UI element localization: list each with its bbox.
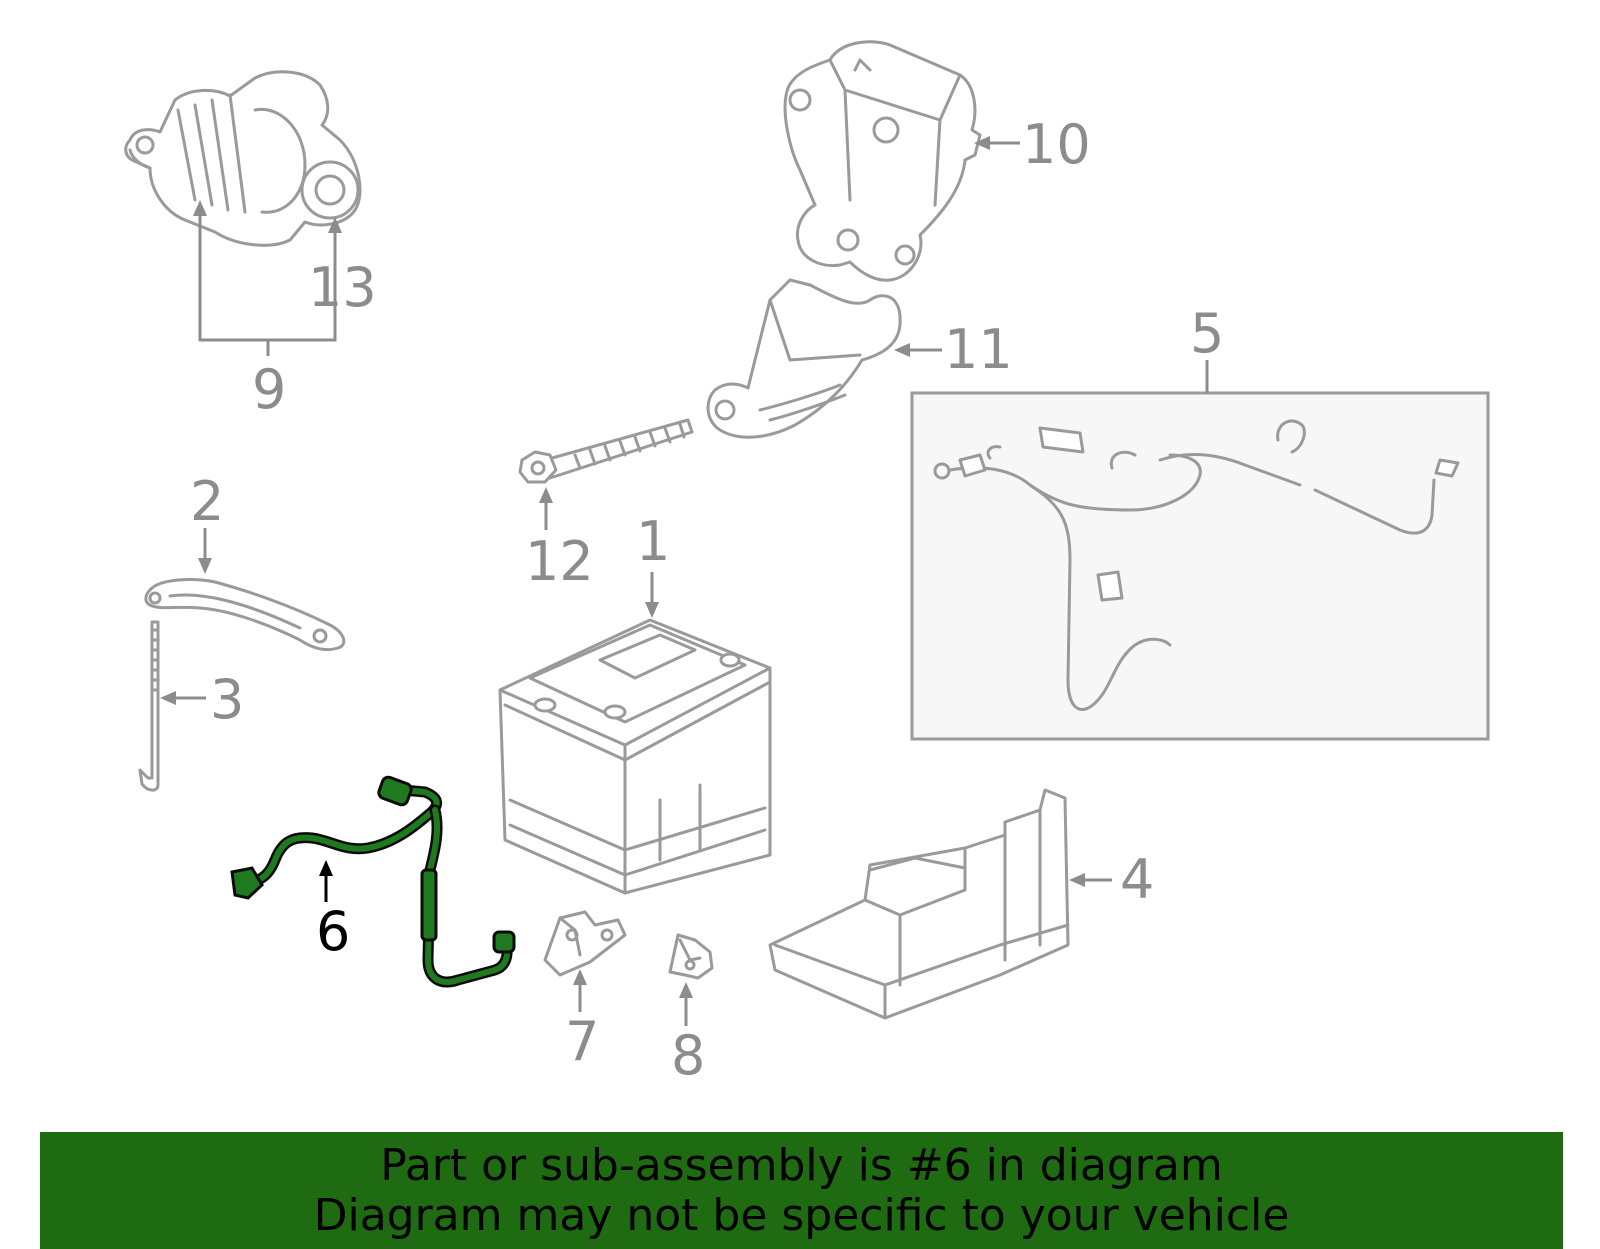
callout-3-leader: [160, 691, 206, 705]
callout-7[interactable]: 7: [565, 1010, 599, 1073]
callout-8-leader: [679, 982, 693, 1026]
ground-cable-part-highlighted[interactable]: [230, 775, 516, 988]
callout-2-leader: [198, 528, 212, 574]
callout-6[interactable]: 6: [316, 900, 350, 963]
battery-cable-assembly-part[interactable]: [933, 419, 1460, 711]
bracket-7-part[interactable]: [543, 910, 627, 977]
callout-4[interactable]: 4: [1120, 848, 1154, 911]
callout-1[interactable]: 1: [636, 510, 670, 573]
callout-11[interactable]: 11: [944, 318, 1013, 381]
battery-tray-part[interactable]: [768, 788, 1070, 1020]
subassembly-box: [910, 360, 1490, 741]
callout-11-leader: [894, 343, 942, 357]
callout-2[interactable]: 2: [190, 470, 224, 533]
callout-6-leader: [319, 860, 333, 902]
callout-1-leader: [645, 572, 659, 618]
callout-13[interactable]: 13: [308, 256, 377, 319]
parts-diagram: 9 13 10 11 12: [124, 40, 1490, 1087]
callout-3[interactable]: 3: [210, 668, 244, 731]
callout-10[interactable]: 10: [1022, 113, 1091, 176]
battery-part[interactable]: [498, 618, 772, 895]
callout-7-leader: [573, 969, 587, 1012]
hold-down-bar-part[interactable]: [144, 578, 346, 652]
callout-5[interactable]: 5: [1190, 302, 1224, 365]
callout-12[interactable]: 12: [525, 530, 594, 593]
callout-4-leader: [1069, 873, 1112, 887]
callout-10-leader: [974, 136, 1020, 150]
info-banner: Part or sub-assembly is #6 in diagram Di…: [40, 1132, 1563, 1249]
j-bolt-part[interactable]: [138, 620, 160, 792]
callout-9-leader: [193, 200, 342, 356]
bolt-part[interactable]: [518, 418, 694, 484]
banner-line-1: Part or sub-assembly is #6 in diagram: [380, 1139, 1223, 1191]
clip-8-part[interactable]: [668, 933, 714, 980]
callout-8[interactable]: 8: [671, 1024, 705, 1087]
alternator-part[interactable]: [124, 70, 362, 247]
lower-bracket-part[interactable]: [706, 278, 902, 439]
alternator-bracket-part[interactable]: [783, 40, 982, 282]
callout-12-leader: [539, 487, 553, 530]
callout-9[interactable]: 9: [252, 358, 286, 421]
banner-line-2: Diagram may not be specific to your vehi…: [313, 1189, 1290, 1241]
